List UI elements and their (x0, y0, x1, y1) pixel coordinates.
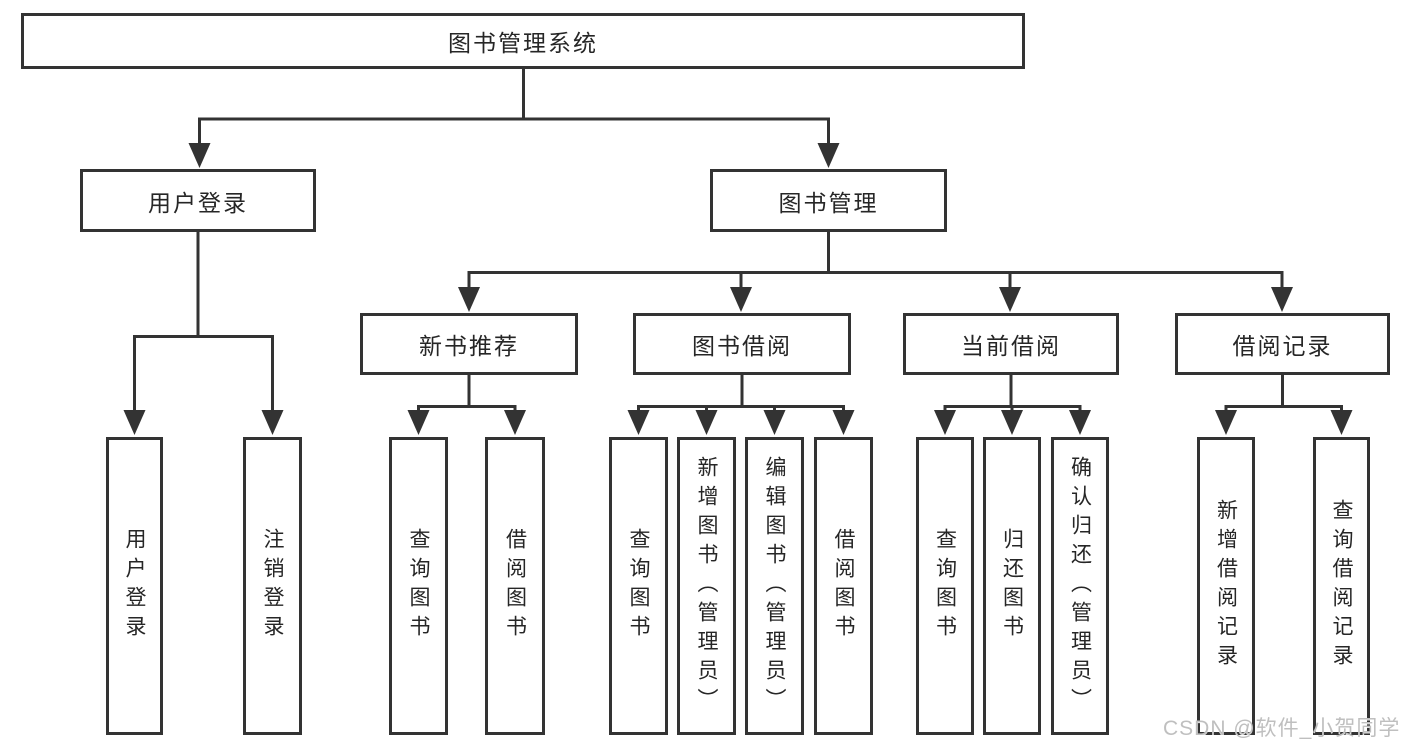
leaf-label: 注销登录 (261, 528, 284, 644)
node-label: 借阅记录 (1232, 333, 1333, 359)
leaf-query-books-current: 查询图书 (916, 437, 974, 735)
node-label: 图书管理系统 (448, 30, 598, 56)
leaf-query-borrow-record: 查询借阅记录 (1313, 437, 1370, 735)
node-label: 用户登录 (148, 189, 248, 216)
leaf-borrow-books-recommend: 借阅图书 (485, 437, 545, 735)
leaf-label: 查询图书 (933, 528, 957, 644)
leaf-user-login: 用户登录 (106, 437, 163, 735)
leaf-label: 新增借阅记录 (1214, 499, 1238, 673)
node-user-login: 用户登录 (80, 169, 316, 232)
leaf-label: 借阅图书 (832, 528, 855, 644)
leaf-label: 确认归还（管理员） (1068, 455, 1092, 717)
node-label: 当前借阅 (961, 333, 1061, 359)
leaf-label: 归还图书 (1000, 528, 1024, 644)
node-book-management: 图书管理 (710, 169, 947, 232)
leaf-edit-books-admin: 编辑图书（管理员） (745, 437, 804, 735)
arrowheads (123, 143, 1353, 435)
node-label: 图书借阅 (692, 333, 792, 359)
leaf-label: 新增图书（管理员） (695, 455, 718, 717)
node-current-borrowing: 当前借阅 (903, 313, 1119, 375)
leaf-add-books-admin: 新增图书（管理员） (677, 437, 736, 735)
node-root-library-management-system: 图书管理系统 (21, 13, 1025, 69)
leaf-borrow-books: 借阅图书 (814, 437, 873, 735)
leaf-label: 编辑图书（管理员） (763, 455, 786, 717)
leaf-query-books-recommend: 查询图书 (389, 437, 448, 735)
leaf-label: 查询借阅记录 (1330, 499, 1353, 673)
leaf-confirm-return-admin: 确认归还（管理员） (1051, 437, 1109, 735)
leaf-label: 查询图书 (627, 528, 650, 644)
leaf-label: 用户登录 (123, 528, 146, 644)
leaf-return-books: 归还图书 (983, 437, 1041, 735)
node-borrowing-records: 借阅记录 (1175, 313, 1390, 375)
leaf-logout: 注销登录 (243, 437, 302, 735)
node-label: 新书推荐 (419, 333, 519, 359)
leaf-add-borrow-record: 新增借阅记录 (1197, 437, 1255, 735)
leaf-query-books-borrow: 查询图书 (609, 437, 668, 735)
node-new-book-recommendation: 新书推荐 (360, 313, 578, 375)
node-label: 图书管理 (778, 189, 879, 216)
leaf-label: 借阅图书 (503, 528, 527, 644)
node-book-borrowing: 图书借阅 (633, 313, 851, 375)
leaf-label: 查询图书 (407, 528, 430, 644)
